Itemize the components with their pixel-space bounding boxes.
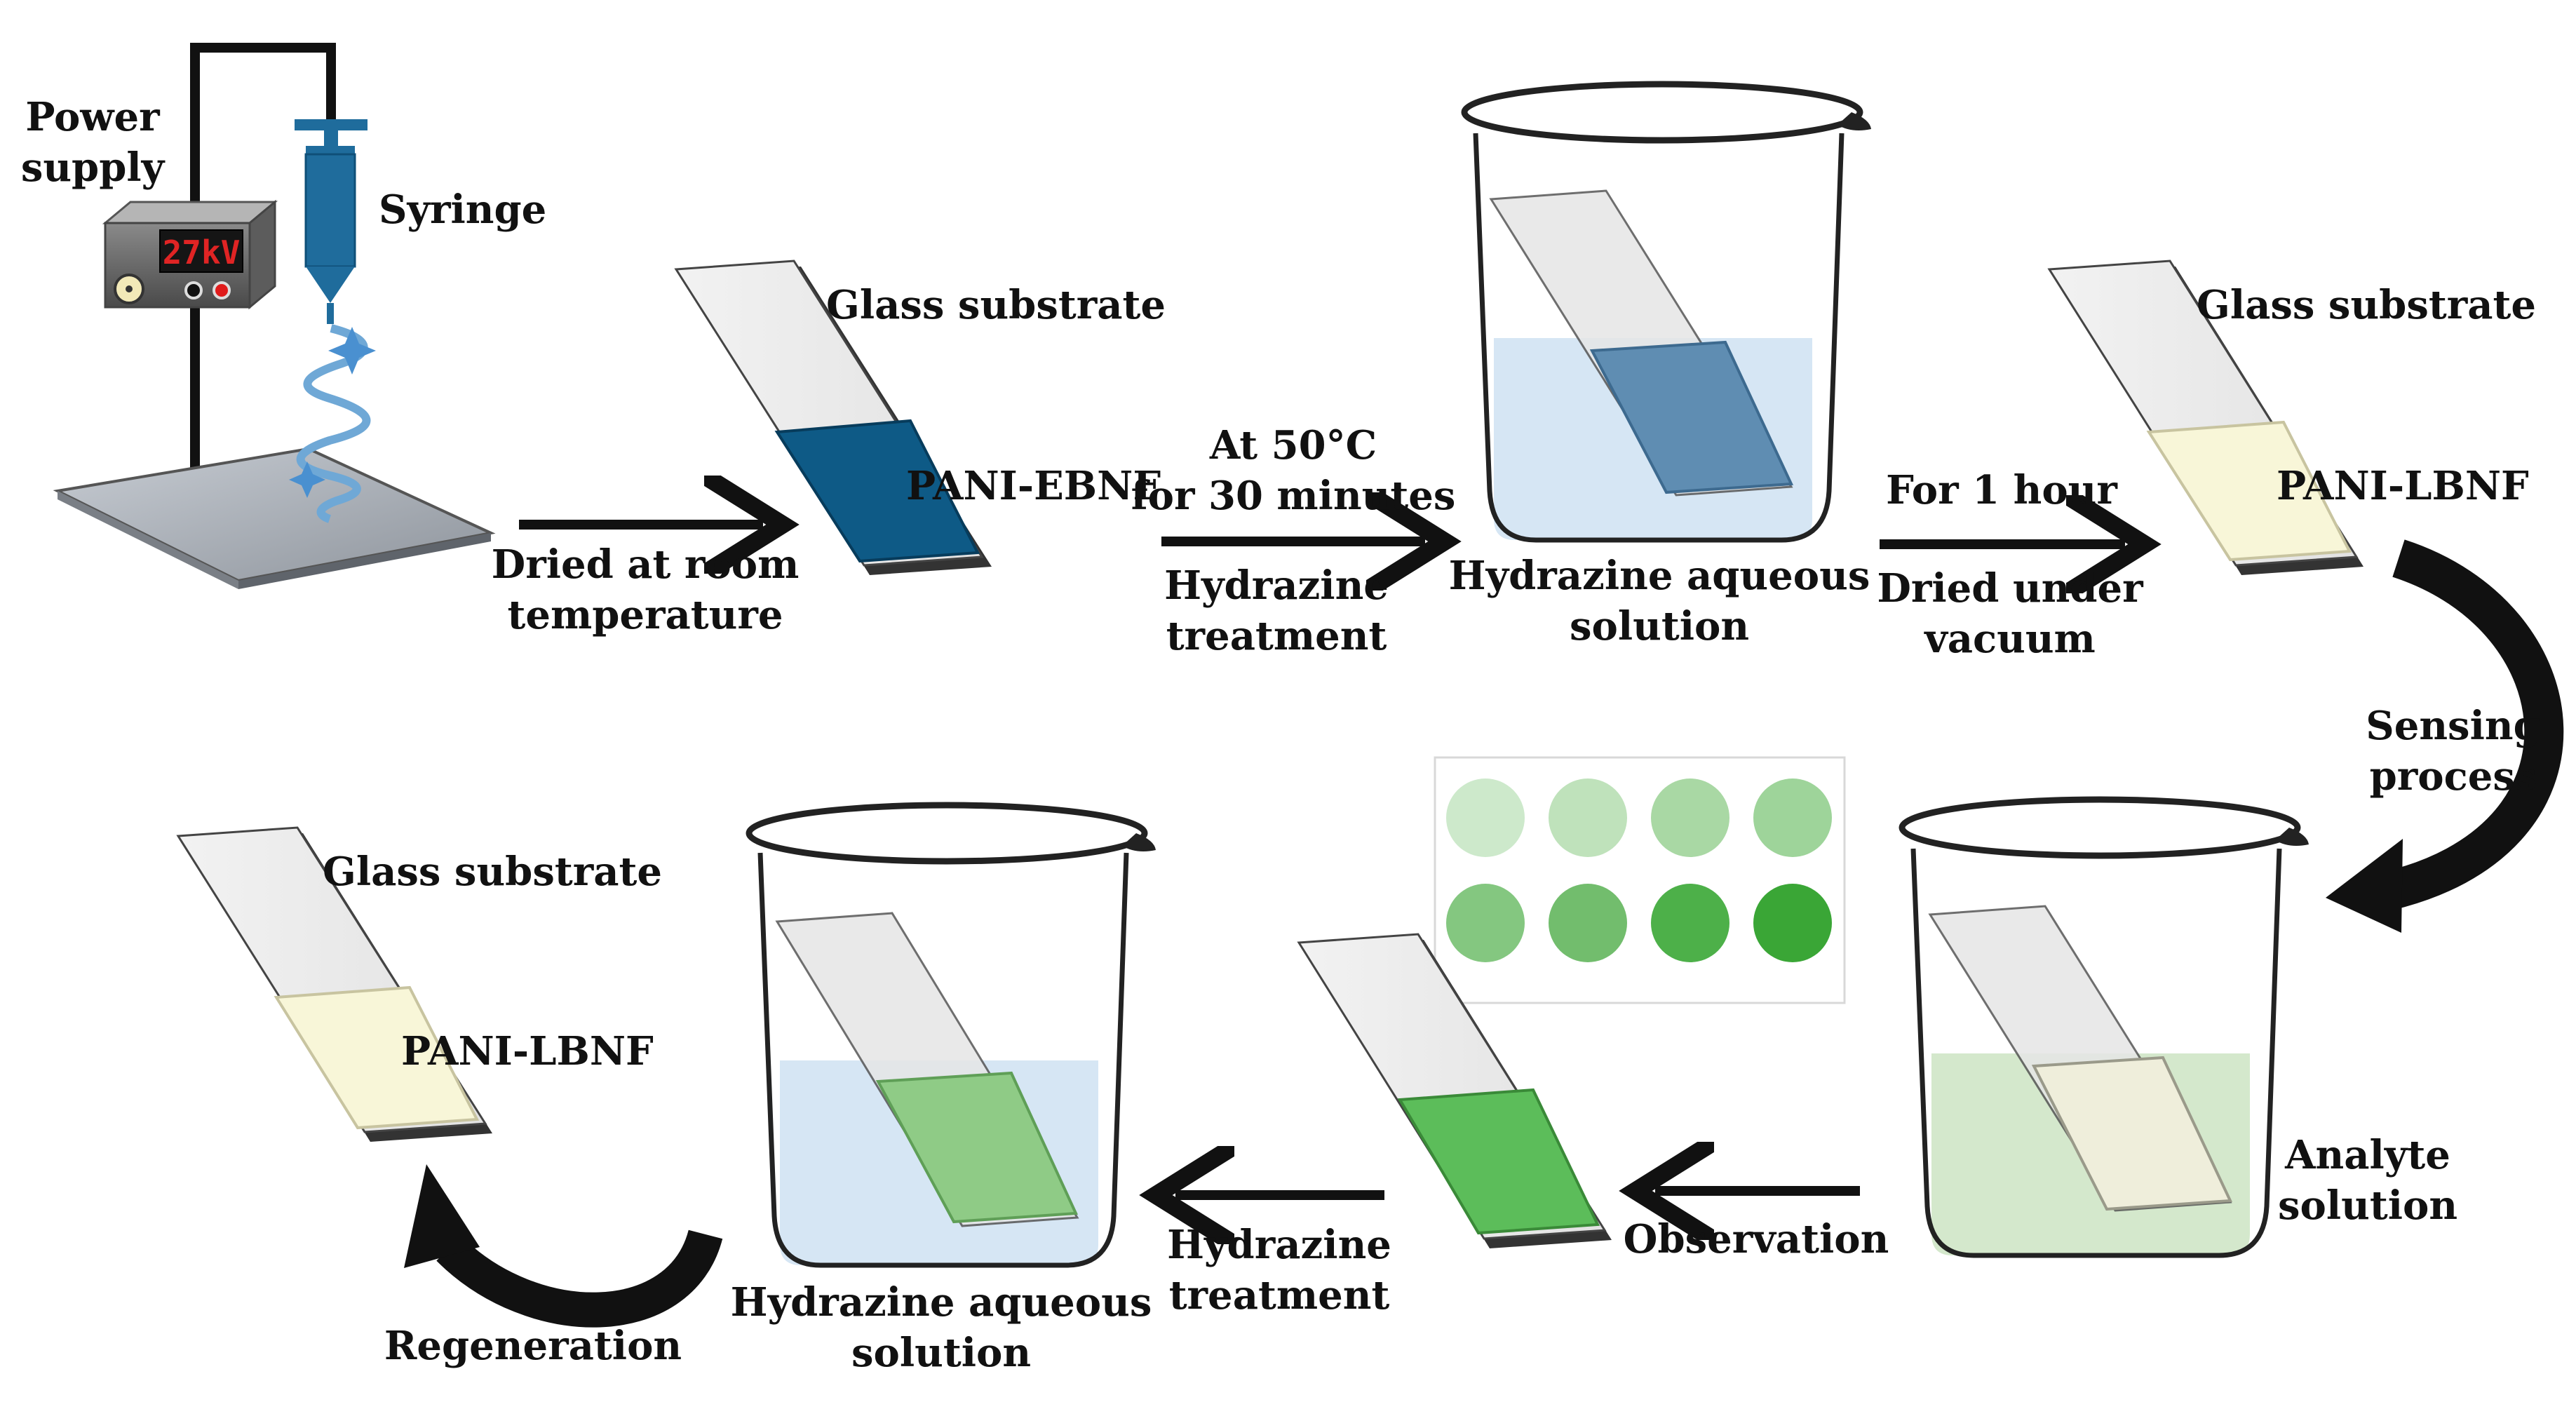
terminal-red-icon[interactable] bbox=[213, 281, 231, 299]
voltage-readout: 27kV bbox=[163, 234, 241, 271]
beaker-rim bbox=[1899, 796, 2301, 859]
lbnf-film bbox=[274, 985, 480, 1130]
beaker3-label-line2: solution bbox=[851, 1330, 1031, 1376]
regeneration-label: Regeneration bbox=[384, 1323, 682, 1369]
beaker-outline bbox=[1473, 133, 1845, 543]
regeneration-arrow: Regeneration bbox=[384, 1164, 723, 1369]
beaker2-label-line1: Analyte bbox=[2284, 1132, 2450, 1178]
step3-label-above: For 1 hour bbox=[1886, 467, 2118, 513]
color-swatches bbox=[1446, 778, 1832, 962]
color-swatch-8 bbox=[1753, 884, 1832, 962]
beaker-rim bbox=[746, 802, 1148, 865]
color-swatch-3 bbox=[1651, 778, 1729, 857]
beaker-hydrazine-2: Hydrazine aqueous solution bbox=[731, 802, 1156, 1376]
glass-substrate-lbnf-1: Glass substrate PANI-LBNF bbox=[2047, 259, 2536, 575]
glass-substrate-green bbox=[1297, 933, 1612, 1248]
green-film bbox=[1397, 1088, 1600, 1235]
beaker3-label-line1: Hydrazine aqueous bbox=[731, 1279, 1152, 1326]
color-swatch-1 bbox=[1446, 778, 1525, 857]
step1-label-line2: temperature bbox=[507, 592, 783, 638]
power-supply-label-line2: supply bbox=[21, 144, 166, 191]
color-swatch-6 bbox=[1549, 884, 1627, 962]
color-swatch-7 bbox=[1651, 884, 1729, 962]
dipped-film-pale-green bbox=[875, 1071, 1079, 1224]
terminal-black-icon[interactable] bbox=[184, 281, 203, 299]
step3-label-below1: Dried under bbox=[1877, 565, 2144, 612]
color-scale-panel bbox=[1434, 756, 1846, 1004]
power-supply-box: 27kV bbox=[102, 199, 278, 310]
beaker-outline bbox=[757, 852, 1129, 1268]
regeneration-arrowhead bbox=[404, 1164, 480, 1268]
power-supply-label-line1: Power bbox=[25, 94, 161, 140]
substrate3-film-label: PANI-LBNF bbox=[401, 1028, 654, 1074]
syringe-icon bbox=[295, 119, 367, 324]
substrate1-label: Glass substrate bbox=[826, 282, 1166, 328]
step1-label-line1: Dried at room bbox=[492, 541, 800, 588]
color-swatch-4 bbox=[1753, 778, 1832, 857]
electrospinning-setup: 27kV Power supply Syringe bbox=[21, 43, 546, 589]
color-swatch-2 bbox=[1549, 778, 1627, 857]
beaker1-label-line2: solution bbox=[1570, 603, 1749, 649]
sensing-label-line1: Sensing bbox=[2366, 703, 2540, 749]
fiber-jet-icon bbox=[289, 324, 376, 523]
dipped-film-cream bbox=[2031, 1056, 2233, 1211]
step2-label-above1: At 50°C bbox=[1209, 422, 1377, 469]
voltage-display bbox=[159, 229, 243, 273]
glass-substrate-lbnf-2: Glass substrate PANI-LBNF bbox=[176, 826, 662, 1142]
dipped-film-blue bbox=[1589, 340, 1794, 494]
step5-label-line2: treatment bbox=[1169, 1272, 1390, 1319]
collector-plate bbox=[53, 447, 496, 583]
sensing-label-line2: process bbox=[2370, 753, 2537, 800]
step2-label-above2: for 30 minutes bbox=[1131, 473, 1456, 519]
lbnf-film bbox=[2146, 420, 2352, 562]
step5-label-line1: Hydrazine bbox=[1167, 1222, 1391, 1268]
substrate1-film-label: PANI-EBNF bbox=[906, 463, 1161, 509]
step4-label: Observation bbox=[1624, 1216, 1889, 1262]
beaker-outline bbox=[1910, 848, 2282, 1258]
step3-label-below2: vacuum bbox=[1923, 616, 2096, 662]
beaker-analyte: Analyte solution bbox=[1899, 796, 2457, 1258]
beaker2-label-line2: solution bbox=[2278, 1182, 2457, 1229]
ebnf-film bbox=[774, 419, 980, 563]
step2-label-below2: treatment bbox=[1166, 613, 1387, 659]
sensing-process-arrow: Sensing process bbox=[2326, 539, 2564, 933]
step2-label-below1: Hydrazine bbox=[1164, 562, 1389, 609]
color-swatch-5 bbox=[1446, 884, 1525, 962]
beaker1-label-line1: Hydrazine aqueous bbox=[1449, 553, 1870, 599]
beaker-hydrazine-1: Hydrazine aqueous solution bbox=[1449, 81, 1871, 649]
substrate3-label: Glass substrate bbox=[323, 849, 662, 895]
syringe-label: Syringe bbox=[379, 187, 546, 233]
substrate2-label: Glass substrate bbox=[2197, 282, 2536, 328]
glass-substrate-ebnf: Glass substrate PANI-EBNF bbox=[674, 259, 1166, 575]
sensing-arrowhead bbox=[2326, 839, 2403, 933]
beaker-rim bbox=[1461, 81, 1863, 144]
substrate2-film-label: PANI-LBNF bbox=[2277, 463, 2529, 509]
